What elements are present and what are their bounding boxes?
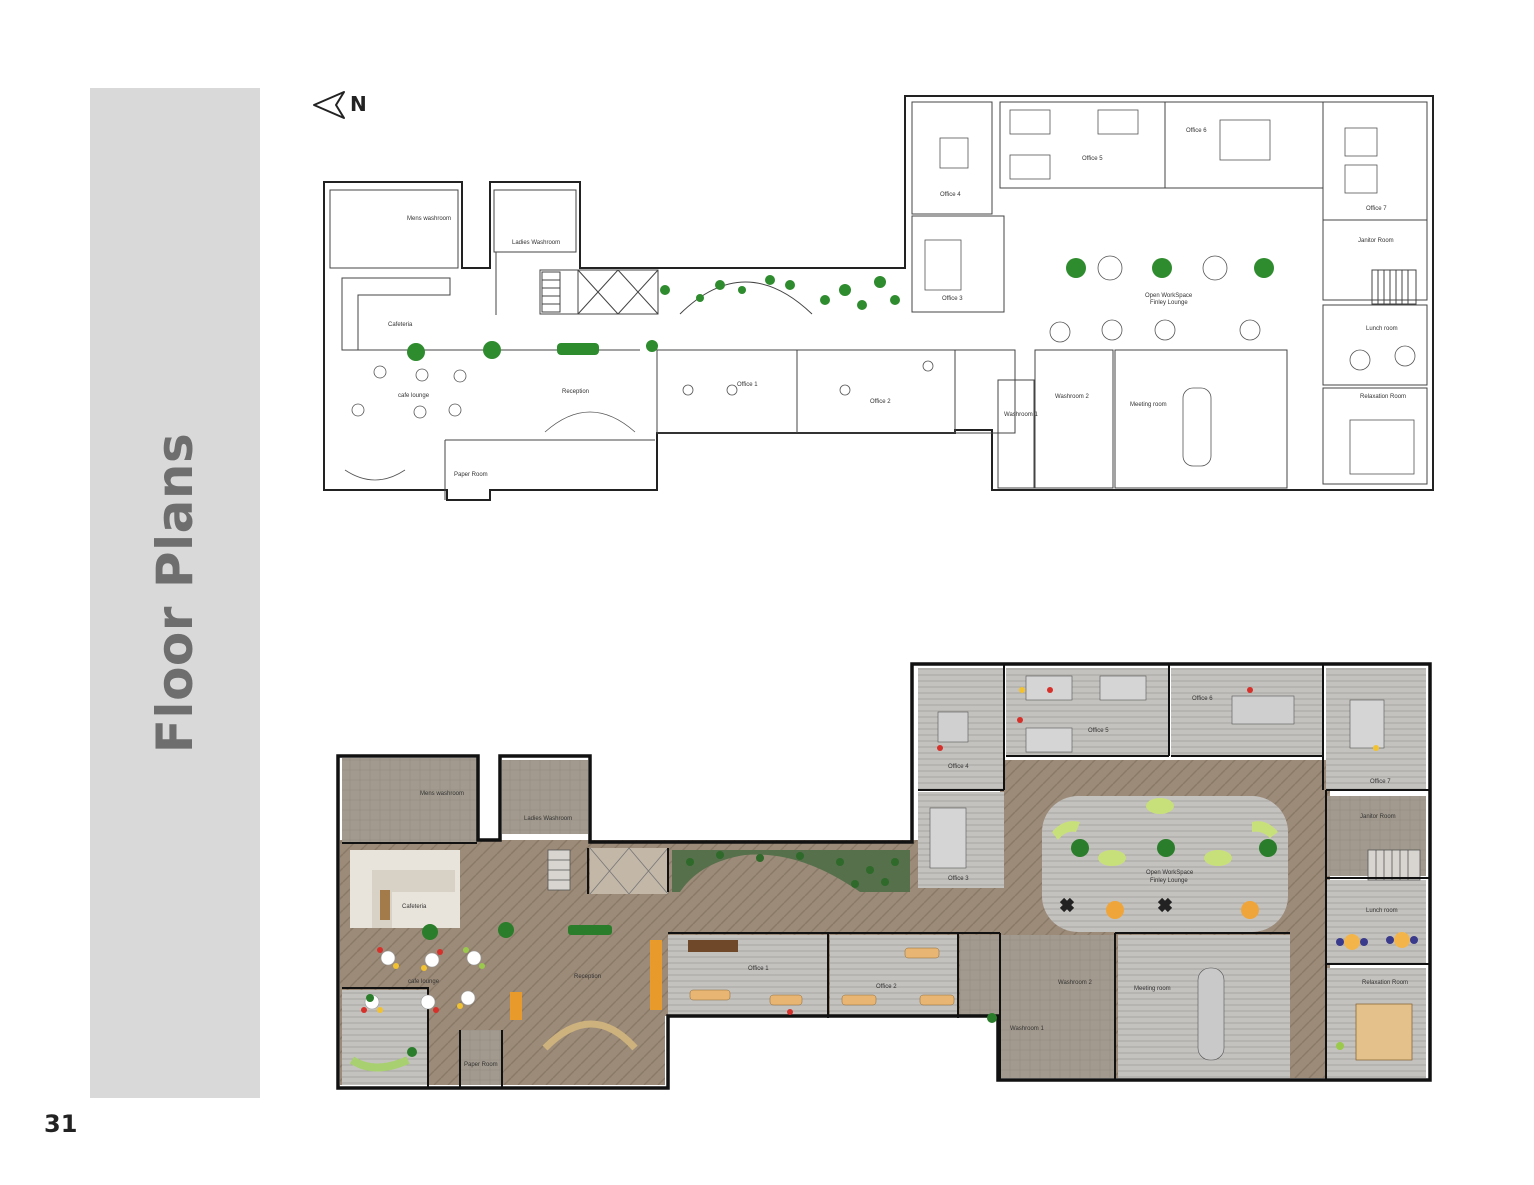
north-label: N xyxy=(350,92,367,116)
page-number: 31 xyxy=(44,1110,78,1138)
top-mens-washroom-label: Mens washroom xyxy=(407,216,451,222)
bottom-ladies-washroom xyxy=(502,760,588,834)
bottom-office1-label: Office 1 xyxy=(748,966,769,972)
top-janitor-room-label: Janitor Room xyxy=(1358,238,1394,244)
top-paper-room-label: Paper Room xyxy=(454,472,488,478)
bottom-ladies-washroom-label: Ladies Washroom xyxy=(524,816,572,822)
top-relaxation-room-label: Relaxation Room xyxy=(1360,394,1406,400)
bottom-paper-room-label: Paper Room xyxy=(464,1062,498,1068)
bottom-cafeteria-label: Cafeteria xyxy=(402,904,427,910)
bottom-washroom2-label: Washroom 2 xyxy=(1058,980,1092,986)
top-washroom1-label: Washroom 1 xyxy=(1004,412,1038,418)
bottom-lunch-room xyxy=(1326,880,1426,964)
top-washroom2-label: Washroom 2 xyxy=(1055,394,1089,400)
bottom-office4-label: Office 4 xyxy=(948,764,969,770)
top-washroom2 xyxy=(1034,349,1114,489)
top-cafe-lounge-label: cafe lounge xyxy=(398,393,430,399)
bottom-reception-label: Reception xyxy=(574,974,601,980)
bottom-mens-washroom-label: Mens washroom xyxy=(420,791,464,797)
top-relaxation-room xyxy=(1322,387,1428,485)
bottom-washroom1-label: Washroom 1 xyxy=(1010,1026,1044,1032)
top-office7-label: Office 7 xyxy=(1366,206,1387,212)
bottom-office5-label: Office 5 xyxy=(1088,728,1109,734)
top-lunch-room-label: Lunch room xyxy=(1366,326,1398,332)
bottom-finley-lounge-label: Finley Lounge xyxy=(1150,878,1188,884)
bottom-office6-label: Office 6 xyxy=(1192,696,1213,702)
top-office4-label: Office 4 xyxy=(940,192,961,198)
top-ladies-washroom-label: Ladies Washroom xyxy=(512,240,560,246)
top-reception-label: Reception xyxy=(562,389,589,395)
top-office4 xyxy=(911,101,993,215)
north-arrow-icon xyxy=(313,91,345,119)
bottom-lunch-room-label: Lunch room xyxy=(1366,908,1398,914)
top-meeting-room-label: Meeting room xyxy=(1130,402,1167,408)
bottom-paper-room xyxy=(460,1030,502,1085)
top-mens-washroom xyxy=(329,189,459,269)
top-office6-label: Office 6 xyxy=(1186,128,1207,134)
bottom-cafe-lounge-label: cafe lounge xyxy=(408,979,440,985)
bottom-open-workspace-label: Open WorkSpace xyxy=(1146,870,1194,876)
bottom-office2-label: Office 2 xyxy=(876,984,897,990)
north-indicator: N xyxy=(312,88,372,122)
top-office1-label: Office 1 xyxy=(737,382,758,388)
side-title-band: Floor Plans xyxy=(90,88,260,1098)
bottom-open-workspace xyxy=(1042,796,1288,932)
bottom-janitor-room-label: Janitor Room xyxy=(1360,814,1396,820)
top-meeting-room xyxy=(1114,349,1288,489)
bottom-relaxation-room-label: Relaxation Room xyxy=(1362,980,1408,986)
bottom-meeting-room-label: Meeting room xyxy=(1134,986,1171,992)
bottom-office3-label: Office 3 xyxy=(948,876,969,882)
bottom-mens-washroom xyxy=(342,758,477,843)
top-finley-lounge-label: Finley Lounge xyxy=(1150,300,1188,306)
top-office5-label: Office 5 xyxy=(1082,156,1103,162)
top-office3 xyxy=(911,215,1005,313)
top-janitor-room xyxy=(1322,219,1428,301)
top-outer-wall xyxy=(323,95,1434,501)
top-lunch-room xyxy=(1322,304,1428,386)
bottom-washrooms xyxy=(1000,935,1115,1078)
bottom-office7-label: Office 7 xyxy=(1370,779,1391,785)
top-office2-label: Office 2 xyxy=(870,399,891,405)
top-open-workspace-label: Open WorkSpace xyxy=(1145,293,1193,299)
top-cafeteria-label: Cafeteria xyxy=(388,322,413,328)
top-office3-label: Office 3 xyxy=(942,296,963,302)
top-ladies-washroom xyxy=(493,189,577,253)
